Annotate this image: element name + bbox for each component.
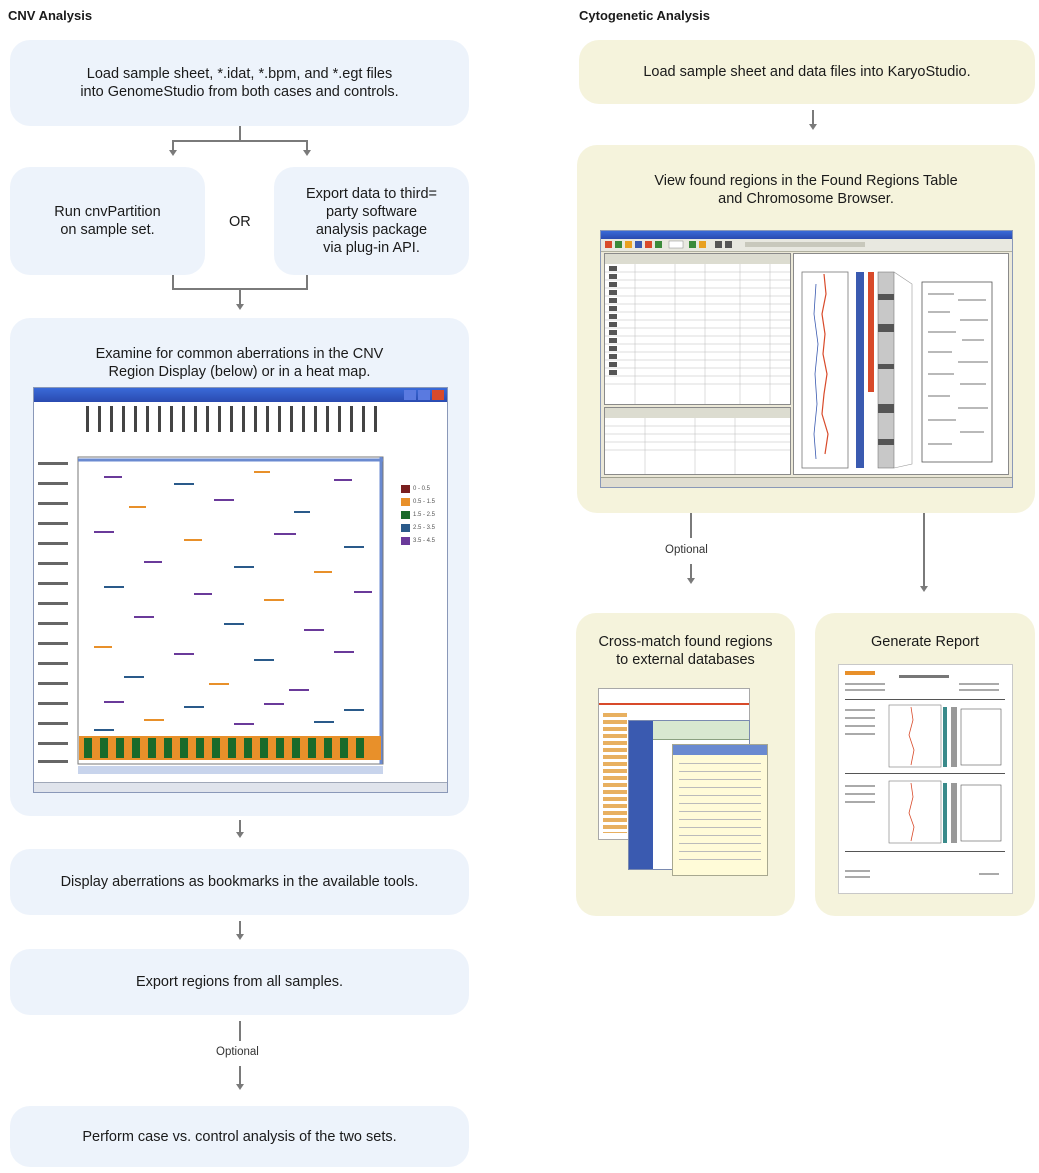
cnv-heading: CNV Analysis xyxy=(8,8,93,23)
cnv-examine-text: Examine for common aberrations in the CN… xyxy=(95,346,384,380)
legend-label: 3.5 - 4.5 xyxy=(413,537,436,544)
connector xyxy=(306,140,308,150)
close-icon xyxy=(432,390,444,400)
cnv-region-display-screenshot: 0 - 0.5 0.5 - 1.5 1.5 - 2.5 2.5 - 3.5 3.… xyxy=(33,387,448,793)
connector xyxy=(239,921,241,934)
cnv-export-regions-step: Export regions from all samples. xyxy=(10,949,469,1015)
cnv-region-plot xyxy=(38,406,384,774)
cyto-report-text: Generate Report xyxy=(870,634,979,650)
cnv-perform-step: Perform case vs. control analysis of the… xyxy=(10,1106,469,1167)
or-label: OR xyxy=(229,214,251,230)
connector xyxy=(239,1021,241,1041)
connector xyxy=(172,275,174,289)
cnv-run-text: Run cnvPartition on sample set. xyxy=(54,204,161,238)
connector xyxy=(239,1066,241,1084)
legend-label: 0 - 0.5 xyxy=(413,485,431,492)
legend-item: 2.5 - 3.5 xyxy=(401,521,445,534)
arrow-down-icon xyxy=(236,304,244,310)
minimize-icon xyxy=(404,390,416,400)
database-header xyxy=(653,721,749,740)
legend-swatch xyxy=(401,497,410,506)
window-titlebar xyxy=(601,231,1012,239)
window-titlebar xyxy=(34,388,447,402)
legend-swatch xyxy=(401,523,410,532)
arrow-down-icon xyxy=(169,150,177,156)
cnv-export-regions-text: Export regions from all samples. xyxy=(135,974,344,990)
cnv-run-step: Run cnvPartition on sample set. xyxy=(10,167,205,275)
database-blue-sidebar xyxy=(629,721,653,869)
cyto-view-text: View found regions in the Found Regions … xyxy=(654,173,958,207)
status-bar xyxy=(34,782,447,792)
connector xyxy=(690,564,692,578)
cyto-load-step: Load sample sheet and data files into Ka… xyxy=(579,40,1035,104)
legend-item: 3.5 - 4.5 xyxy=(401,534,445,547)
legend-label: 0.5 - 1.5 xyxy=(413,498,436,505)
legend-swatch xyxy=(401,484,410,493)
optional-label: Optional xyxy=(665,544,708,556)
connector xyxy=(239,820,241,832)
arrow-down-icon xyxy=(920,586,928,592)
cnv-export-third-party-text: Export data to third= party software ana… xyxy=(306,186,437,256)
legend-label: 1.5 - 2.5 xyxy=(413,511,436,518)
status-bar xyxy=(601,477,1012,487)
legend-swatch xyxy=(401,510,410,519)
optional-label: Optional xyxy=(216,1046,259,1058)
legend-item: 0.5 - 1.5 xyxy=(401,495,445,508)
connector xyxy=(172,140,174,150)
arrow-down-icon xyxy=(687,578,695,584)
connector xyxy=(239,126,241,140)
chromosome-browser xyxy=(793,253,1009,475)
connector xyxy=(306,275,308,289)
arrow-down-icon xyxy=(303,150,311,156)
connector xyxy=(690,513,692,538)
legend: 0 - 0.5 0.5 - 1.5 1.5 - 2.5 2.5 - 3.5 3.… xyxy=(401,482,445,547)
database-title-bar xyxy=(599,689,749,705)
cnv-perform-text: Perform case vs. control analysis of the… xyxy=(82,1128,397,1145)
cnv-display-step: Display aberrations as bookmarks in the … xyxy=(10,849,469,915)
legend-label: 2.5 - 3.5 xyxy=(413,524,436,531)
report-screenshot xyxy=(838,664,1013,894)
cyto-load-text: Load sample sheet and data files into Ka… xyxy=(643,64,971,80)
legend-swatch xyxy=(401,536,410,545)
legend-item: 0 - 0.5 xyxy=(401,482,445,495)
connector xyxy=(239,288,241,304)
cyto-heading: Cytogenetic Analysis xyxy=(579,8,711,23)
connector xyxy=(923,513,925,586)
annotations-table xyxy=(604,407,791,475)
legend-item: 1.5 - 2.5 xyxy=(401,508,445,521)
maximize-icon xyxy=(418,390,430,400)
cnv-display-text: Display aberrations as bookmarks in the … xyxy=(60,874,419,890)
toolbar-icons xyxy=(605,240,865,249)
arrow-down-icon xyxy=(236,832,244,838)
found-regions-table xyxy=(604,253,791,405)
database-front-lines xyxy=(679,763,761,863)
arrow-down-icon xyxy=(236,934,244,940)
database-sidebar xyxy=(603,713,627,833)
cnv-load-text: Load sample sheet, *.idat, *.bpm, and *.… xyxy=(80,66,399,100)
database-front-header xyxy=(673,745,767,755)
cnv-export-third-party-step: Export data to third= party software ana… xyxy=(274,167,469,275)
connector xyxy=(172,140,308,142)
arrow-down-icon xyxy=(809,124,817,130)
database-screenshot-front xyxy=(672,744,768,876)
cyto-cross-match-text: Cross-match found regions to external da… xyxy=(598,634,773,668)
connector xyxy=(812,110,814,124)
arrow-down-icon xyxy=(236,1084,244,1090)
karyostudio-screenshot xyxy=(600,230,1013,488)
cnv-load-step: Load sample sheet, *.idat, *.bpm, and *.… xyxy=(10,40,469,126)
